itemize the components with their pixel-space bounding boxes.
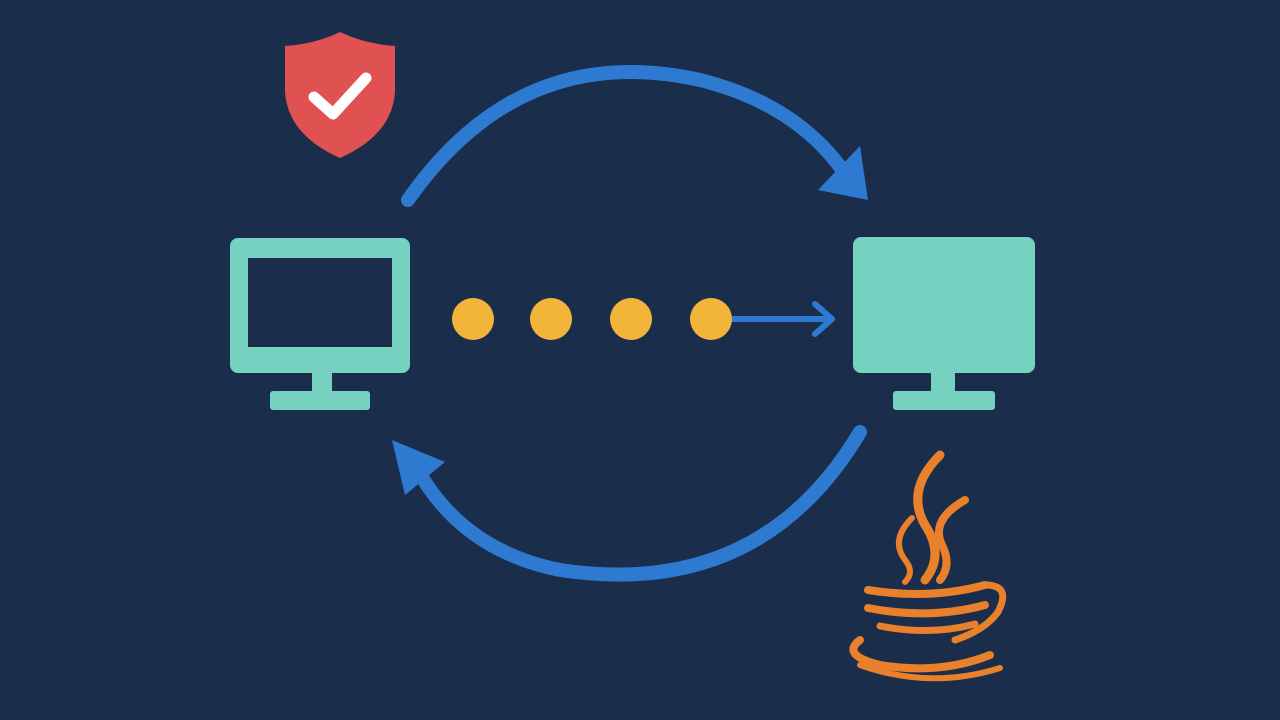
top-arc-arrow xyxy=(401,65,868,207)
transfer-dots-arrow-icon xyxy=(452,298,835,340)
dot xyxy=(610,298,652,340)
dot xyxy=(530,298,572,340)
monitor-outline-icon xyxy=(230,238,410,410)
shield-check-icon xyxy=(285,32,395,158)
bottom-arc-arrow xyxy=(392,425,867,582)
monitor-solid-icon xyxy=(853,237,1035,410)
java-cup-icon xyxy=(849,450,1007,682)
dot xyxy=(452,298,494,340)
dot xyxy=(690,298,732,340)
